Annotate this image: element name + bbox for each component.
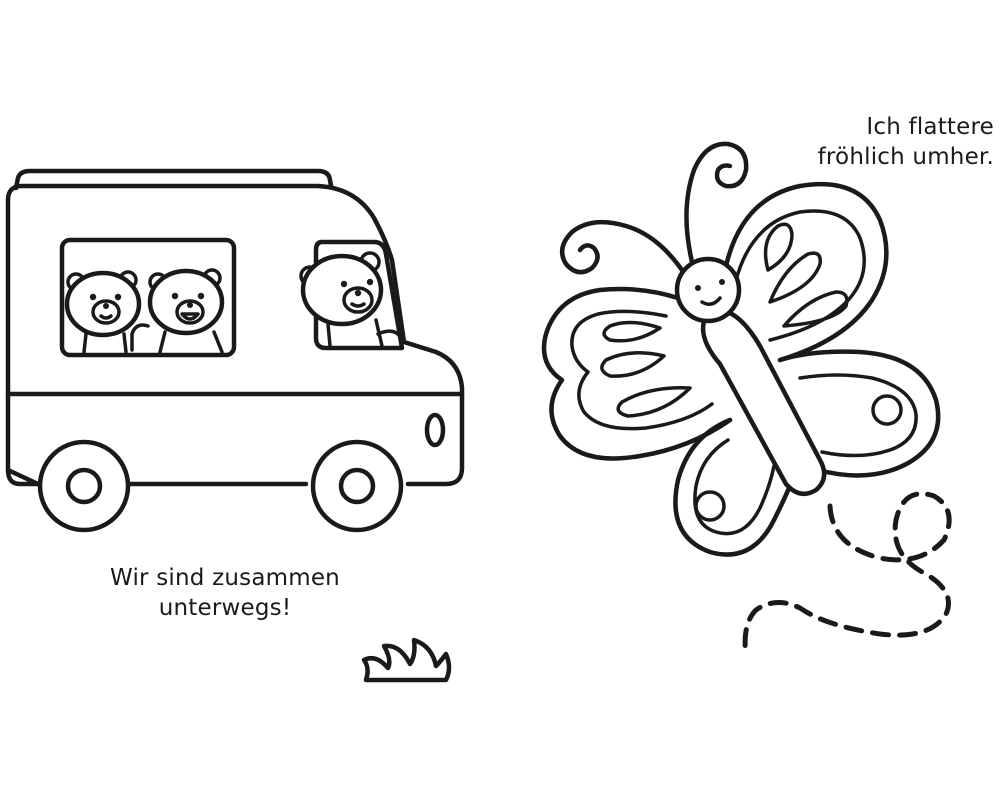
bus-rear-wheel (310, 439, 404, 533)
butterfly-inner-upper-left (570, 309, 714, 431)
butterfly-wing-lower-right (777, 349, 941, 478)
bus-caption-line1: Wir sind zusammen (110, 565, 340, 591)
butterfly-eye-right (719, 279, 725, 285)
bus-roof-rack (13, 168, 334, 191)
wing-spot (782, 290, 849, 328)
butterfly-wing-upper-right (723, 181, 889, 363)
wing-spot (600, 351, 666, 378)
butterfly-illustration (541, 141, 941, 557)
butterfly-antenna-left (559, 219, 689, 279)
butterfly-caption-line1: Ich flattere (866, 114, 994, 140)
bus-driver-window (313, 239, 405, 351)
bus-front-hubcap (65, 467, 103, 505)
bus-side-window (59, 237, 237, 358)
butterfly-caption: Ich flattere fröhlich umher. (774, 112, 994, 172)
butterfly-head (674, 256, 742, 324)
butterfly-inner-lower-right (798, 373, 918, 458)
bear-passenger-left (64, 270, 142, 354)
bus-caption-line2: unterwegs! (158, 595, 292, 621)
wing-spot (602, 320, 662, 343)
butterfly-antenna-right (684, 141, 749, 265)
wing-spot (763, 222, 794, 272)
wing-spot (768, 251, 822, 304)
butterfly-smile (700, 296, 722, 306)
butterfly-eye-left (695, 285, 701, 291)
bus-illustration (5, 168, 465, 533)
butterfly-body (700, 307, 827, 497)
butterfly-wing-lower-left (673, 417, 799, 557)
butterfly-wing-upper-left (541, 286, 733, 461)
wing-spot (616, 386, 692, 418)
grass-tuft (361, 637, 452, 683)
bus-headlight (424, 412, 446, 448)
butterfly-caption-line2: fröhlich umher. (817, 144, 994, 170)
bus-caption: Wir sind zusammen unterwegs! (90, 563, 360, 623)
butterfly-inner-upper-right (734, 209, 866, 342)
dashed-flight-path (742, 491, 952, 659)
bus-front-wheel (37, 439, 131, 533)
butterfly-inner-lower-left (693, 438, 776, 536)
wing-eye-right (871, 394, 903, 426)
bear-passenger-middle (130, 268, 225, 354)
bear-driver (299, 251, 404, 348)
bus-rear-hubcap (338, 467, 376, 505)
wing-eye-left (694, 490, 726, 522)
